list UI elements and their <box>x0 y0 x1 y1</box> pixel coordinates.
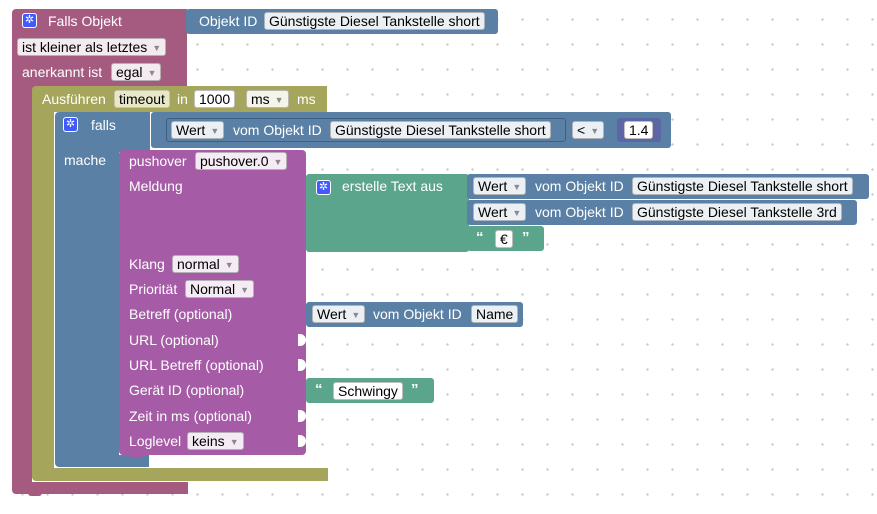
subject-value-dropdown-value: Wert <box>317 306 347 322</box>
device-text-field[interactable]: Schwingy <box>333 382 403 400</box>
chevron-down-icon: ▼ <box>147 68 157 78</box>
compare-from-label: vom Objekt ID <box>233 122 322 138</box>
priority-label: Priorität <box>129 281 178 297</box>
url-subject-input-socket[interactable] <box>298 359 306 371</box>
subject-object-field[interactable]: Name <box>471 305 519 323</box>
url-input-socket[interactable] <box>298 334 306 346</box>
url-label: URL (optional) <box>129 332 219 348</box>
time-input-socket[interactable] <box>298 410 306 422</box>
row1-object-field[interactable]: Günstigste Diesel Tankstelle short <box>632 177 853 195</box>
chevron-down-icon: ▼ <box>590 126 600 136</box>
timeout-block-foot <box>32 468 328 481</box>
pushover-instance-dropdown[interactable]: pushover.0 ▼ <box>195 152 288 170</box>
compare-value-dropdown[interactable]: Wert ▼ <box>171 121 225 139</box>
ack-label: anerkannt ist <box>22 64 103 80</box>
subject-from-label: vom Objekt ID <box>373 306 462 322</box>
loglevel-input-socket[interactable] <box>298 435 306 447</box>
operator-value: < <box>577 122 586 138</box>
gear-icon[interactable]: ✲ <box>63 117 78 132</box>
text-join-label: erstelle Text aus <box>342 178 443 194</box>
row3-text-field[interactable]: € <box>495 230 513 248</box>
pushover-instance-value: pushover.0 <box>200 153 269 169</box>
open-quote-icon: “ <box>476 229 484 246</box>
row1-from-label: vom Objekt ID <box>535 178 624 194</box>
timeout-unit-value: ms <box>251 91 270 107</box>
sound-dropdown[interactable]: normal ▼ <box>172 255 239 273</box>
falls-label: falls <box>91 117 116 133</box>
sound-value: normal <box>177 256 220 272</box>
pushover-label: pushover <box>129 153 187 169</box>
row2-dropdown-value: Wert <box>478 204 508 220</box>
chevron-down-icon: ▼ <box>274 95 284 105</box>
if-block-foot <box>55 455 149 467</box>
device-label: Gerät ID (optional) <box>129 382 245 398</box>
compare-object-field[interactable]: Günstigste Diesel Tankstelle short <box>330 121 551 139</box>
chevron-down-icon: ▼ <box>351 310 361 320</box>
loglevel-dropdown[interactable]: keins ▼ <box>187 432 244 450</box>
gear-icon[interactable]: ✲ <box>316 180 331 195</box>
row2-dropdown[interactable]: Wert ▼ <box>473 203 527 221</box>
message-label: Meldung <box>129 178 183 194</box>
priority-value: Normal <box>190 281 236 297</box>
gear-icon[interactable]: ✲ <box>22 13 37 28</box>
chevron-down-icon: ▼ <box>224 260 234 270</box>
chevron-down-icon: ▼ <box>512 182 522 192</box>
condition-value: ist kleiner als letztes <box>22 39 148 55</box>
condition-dropdown[interactable]: ist kleiner als letztes ▼ <box>17 38 167 56</box>
loglevel-label: Loglevel <box>129 433 182 449</box>
object-id-field[interactable]: Günstigste Diesel Tankstelle short <box>264 12 485 30</box>
mache-label: mache <box>64 152 107 168</box>
chevron-down-icon: ▼ <box>512 208 522 218</box>
chevron-down-icon: ▼ <box>229 437 239 447</box>
row1-dropdown-value: Wert <box>478 178 508 194</box>
timeout-in-label: in <box>177 91 188 107</box>
chevron-down-icon: ▼ <box>240 285 250 295</box>
object-id-label: Objekt ID <box>199 13 258 29</box>
number-value-field[interactable]: 1.4 <box>624 121 654 139</box>
timeout-value-field[interactable]: 1000 <box>194 90 236 108</box>
row1-dropdown[interactable]: Wert ▼ <box>473 177 527 195</box>
timeout-block-spine <box>32 110 54 472</box>
trigger-block-spine <box>12 86 32 486</box>
loglevel-value: keins <box>192 433 225 449</box>
timeout-unit-dropdown[interactable]: ms ▼ <box>246 90 289 108</box>
priority-dropdown[interactable]: Normal ▼ <box>185 280 255 298</box>
trigger-title: Falls Objekt <box>48 13 122 29</box>
close-quote-icon: ” <box>522 229 530 246</box>
subject-value-dropdown[interactable]: Wert ▼ <box>312 305 366 323</box>
row2-from-label: vom Objekt ID <box>535 204 624 220</box>
chevron-down-icon: ▼ <box>210 126 220 136</box>
timeout-unit-label: ms <box>297 91 316 107</box>
text-join-block[interactable] <box>306 174 469 252</box>
sound-label: Klang <box>129 256 165 272</box>
chevron-down-icon: ▼ <box>152 43 162 53</box>
timeout-type-field[interactable]: timeout <box>114 90 170 108</box>
compare-value-dropdown-value: Wert <box>176 122 206 138</box>
open-quote-icon: “ <box>315 381 323 398</box>
operator-dropdown[interactable]: <▼ <box>572 121 605 139</box>
if-block-spine <box>55 150 119 460</box>
close-quote-icon: ” <box>411 381 419 398</box>
ack-dropdown[interactable]: egal ▼ <box>111 63 162 81</box>
subject-label: Betreff (optional) <box>129 306 233 322</box>
row2-object-field[interactable]: Günstigste Diesel Tankstelle 3rd <box>632 203 842 221</box>
pushover-block-tab <box>130 452 144 458</box>
time-label: Zeit in ms (optional) <box>129 408 252 424</box>
ack-value: egal <box>116 64 143 80</box>
chevron-down-icon: ▼ <box>273 157 283 167</box>
url-subject-label: URL Betreff (optional) <box>129 357 264 373</box>
trigger-block-foot-tab <box>28 490 42 496</box>
pushover-block[interactable] <box>119 150 306 455</box>
timeout-label: Ausführen <box>42 91 106 107</box>
trigger-block-foot <box>12 482 188 494</box>
